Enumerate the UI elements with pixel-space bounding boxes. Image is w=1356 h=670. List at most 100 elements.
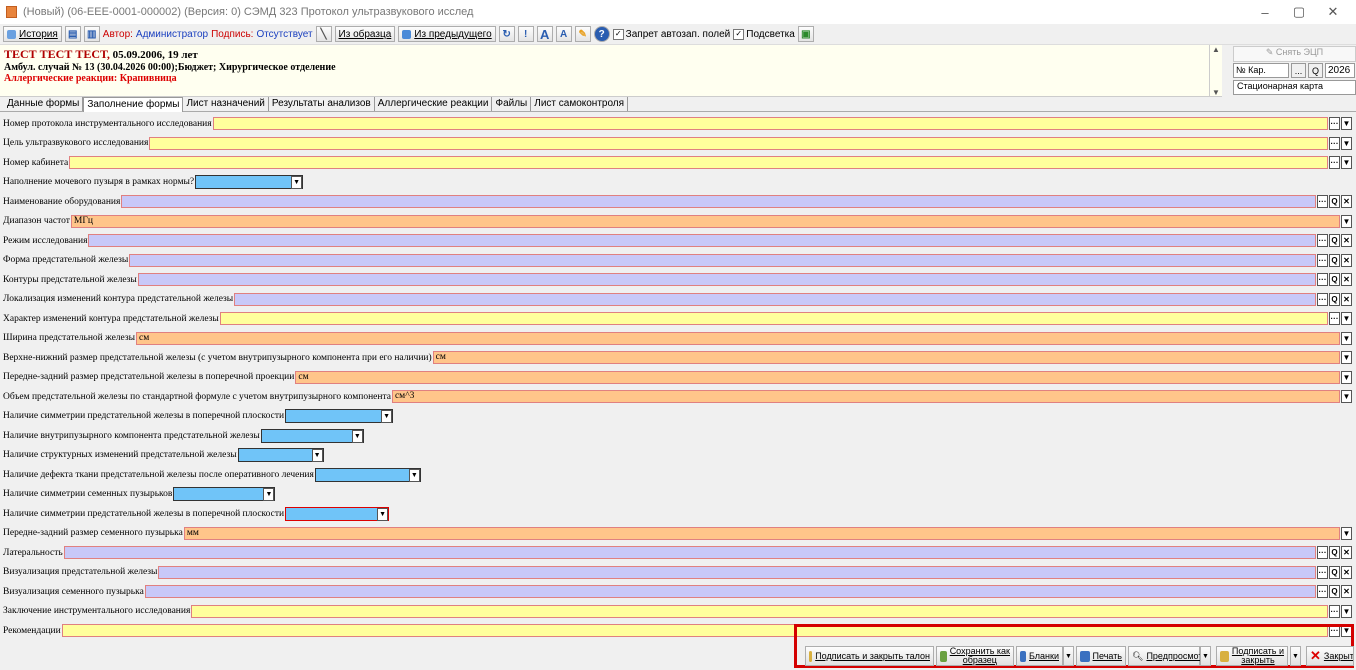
search-icon[interactable]: Q: [1329, 565, 1340, 579]
minimize-button[interactable]: –: [1261, 4, 1269, 20]
ellipsis-button[interactable]: ···: [1329, 156, 1340, 170]
combo-field[interactable]: ▼: [314, 467, 421, 482]
chevron-down-icon[interactable]: ▼: [311, 449, 323, 463]
clear-icon[interactable]: ✕: [1341, 253, 1352, 267]
text-field[interactable]: [149, 136, 1328, 150]
search-icon[interactable]: Q: [1329, 546, 1340, 560]
chevron-down-icon[interactable]: ▼: [291, 176, 303, 190]
chevron-down-icon[interactable]: ▼: [1341, 214, 1352, 228]
text-field[interactable]: [234, 292, 1316, 306]
chevron-down-icon[interactable]: ▼: [408, 468, 420, 482]
text-field[interactable]: [61, 624, 1328, 638]
autofill-ban-checkbox[interactable]: ✓Запрет автозап. полей: [612, 28, 730, 40]
patient-scrollbar[interactable]: ▲▼: [1209, 45, 1222, 97]
chevron-down-icon[interactable]: ▼: [1341, 156, 1352, 170]
preview-button[interactable]: 🔍︎Предпросмотр: [1128, 646, 1207, 666]
text-field[interactable]: [191, 604, 1328, 618]
clear-icon[interactable]: ✕: [1341, 195, 1352, 209]
chevron-down-icon[interactable]: ▼: [351, 429, 363, 443]
tab-0[interactable]: Данные формы: [4, 97, 84, 111]
ellipsis-button[interactable]: ···: [1317, 253, 1328, 267]
text-field[interactable]: [212, 117, 1328, 131]
sign-close-ticket-button[interactable]: Подписать и закрыть талон: [805, 646, 934, 666]
text-field[interactable]: [137, 273, 1316, 287]
ellipsis-button[interactable]: ···: [1317, 565, 1328, 579]
card-number-field[interactable]: № Кар.: [1233, 63, 1289, 78]
combo-field[interactable]: ▼: [173, 487, 276, 502]
combo-field[interactable]: ▼: [285, 409, 394, 424]
ellipsis-button[interactable]: ···: [1317, 585, 1328, 599]
ellipsis-button[interactable]: ···: [1329, 117, 1340, 131]
chevron-down-icon[interactable]: ▼: [1341, 351, 1352, 365]
font-increase-button[interactable]: A: [536, 26, 553, 42]
clear-icon[interactable]: ✕: [1341, 273, 1352, 287]
search-icon[interactable]: Q: [1329, 234, 1340, 248]
chevron-down-icon[interactable]: ▼: [263, 488, 275, 502]
forms-dropdown-button[interactable]: ▼: [1063, 646, 1074, 666]
text-field[interactable]: [219, 312, 1328, 326]
clear-icon[interactable]: ✕: [1341, 585, 1352, 599]
text-field[interactable]: см^3: [391, 390, 1340, 404]
text-field[interactable]: [129, 253, 1316, 267]
text-field[interactable]: мм: [183, 526, 1340, 540]
print-button[interactable]: Печать: [1076, 646, 1126, 666]
font-decrease-button[interactable]: A: [555, 26, 572, 42]
text-field[interactable]: [63, 546, 1316, 560]
clear-icon[interactable]: ✕: [1341, 292, 1352, 306]
history-button[interactable]: История: [3, 26, 62, 42]
forms-button[interactable]: Бланки: [1016, 646, 1063, 666]
text-field[interactable]: [144, 585, 1316, 599]
scroll-up-icon[interactable]: ▲: [1212, 45, 1220, 54]
chevron-down-icon[interactable]: ▼: [1341, 136, 1352, 150]
year-field[interactable]: 2026: [1325, 63, 1355, 78]
text-field[interactable]: [69, 156, 1328, 170]
sign-close-dropdown-button[interactable]: ▼: [1290, 646, 1301, 666]
chevron-down-icon[interactable]: ▼: [1341, 370, 1352, 384]
clear-icon[interactable]: ✕: [1341, 565, 1352, 579]
card-type-field[interactable]: Стационарная карта: [1233, 80, 1356, 95]
from-previous-button[interactable]: Из предыдущего: [398, 26, 496, 42]
chevron-down-icon[interactable]: ▼: [381, 410, 393, 424]
ellipsis-button[interactable]: ···: [1329, 312, 1340, 326]
save-icon[interactable]: ▣: [797, 26, 814, 42]
pen-icon[interactable]: ╲: [315, 26, 332, 42]
document-arrow-icon[interactable]: ▥: [83, 26, 100, 42]
clear-icon[interactable]: ✕: [1341, 234, 1352, 248]
search-icon[interactable]: Q: [1329, 253, 1340, 267]
refresh-icon[interactable]: ↻: [498, 26, 515, 42]
clear-icon[interactable]: ✕: [1341, 546, 1352, 560]
help-button[interactable]: ?: [593, 26, 610, 42]
combo-field[interactable]: ▼: [195, 175, 304, 190]
chevron-down-icon[interactable]: ▼: [1341, 117, 1352, 131]
remove-signature-button[interactable]: ✎ Снять ЭЦП: [1233, 46, 1356, 62]
ellipsis-button[interactable]: ···: [1329, 604, 1340, 618]
text-field[interactable]: см: [432, 351, 1340, 365]
search-icon[interactable]: Q: [1329, 585, 1340, 599]
search-icon[interactable]: Q: [1329, 195, 1340, 209]
text-field[interactable]: [158, 565, 1316, 579]
chevron-down-icon[interactable]: ▼: [1341, 312, 1352, 326]
ellipsis-button[interactable]: ···: [1317, 195, 1328, 209]
ellipsis-button[interactable]: ···: [1329, 136, 1340, 150]
maximize-button[interactable]: ▢: [1292, 4, 1306, 19]
mark-icon[interactable]: !: [517, 26, 534, 42]
brush-icon[interactable]: ✎: [574, 26, 591, 42]
ellipsis-button[interactable]: ···: [1317, 292, 1328, 306]
text-field[interactable]: МГц: [70, 214, 1340, 228]
search-icon[interactable]: Q: [1329, 273, 1340, 287]
highlight-checkbox[interactable]: ✓Подсветка: [733, 28, 795, 40]
tab-1[interactable]: Заполнение формы: [83, 97, 184, 112]
chevron-down-icon[interactable]: ▼: [1341, 331, 1352, 345]
text-field[interactable]: см: [295, 370, 1340, 384]
search-icon[interactable]: Q: [1329, 292, 1340, 306]
close-window-button[interactable]: ✕: [1327, 4, 1339, 19]
tab-3[interactable]: Результаты анализов: [269, 97, 375, 111]
text-field[interactable]: см: [136, 331, 1340, 345]
ellipsis-button[interactable]: ···: [1317, 546, 1328, 560]
combo-field[interactable]: ▼: [260, 428, 364, 443]
close-button[interactable]: ✕Закрыть: [1306, 646, 1354, 666]
tab-6[interactable]: Лист самоконтроля: [531, 97, 629, 111]
chevron-down-icon[interactable]: ▼: [1341, 390, 1352, 404]
